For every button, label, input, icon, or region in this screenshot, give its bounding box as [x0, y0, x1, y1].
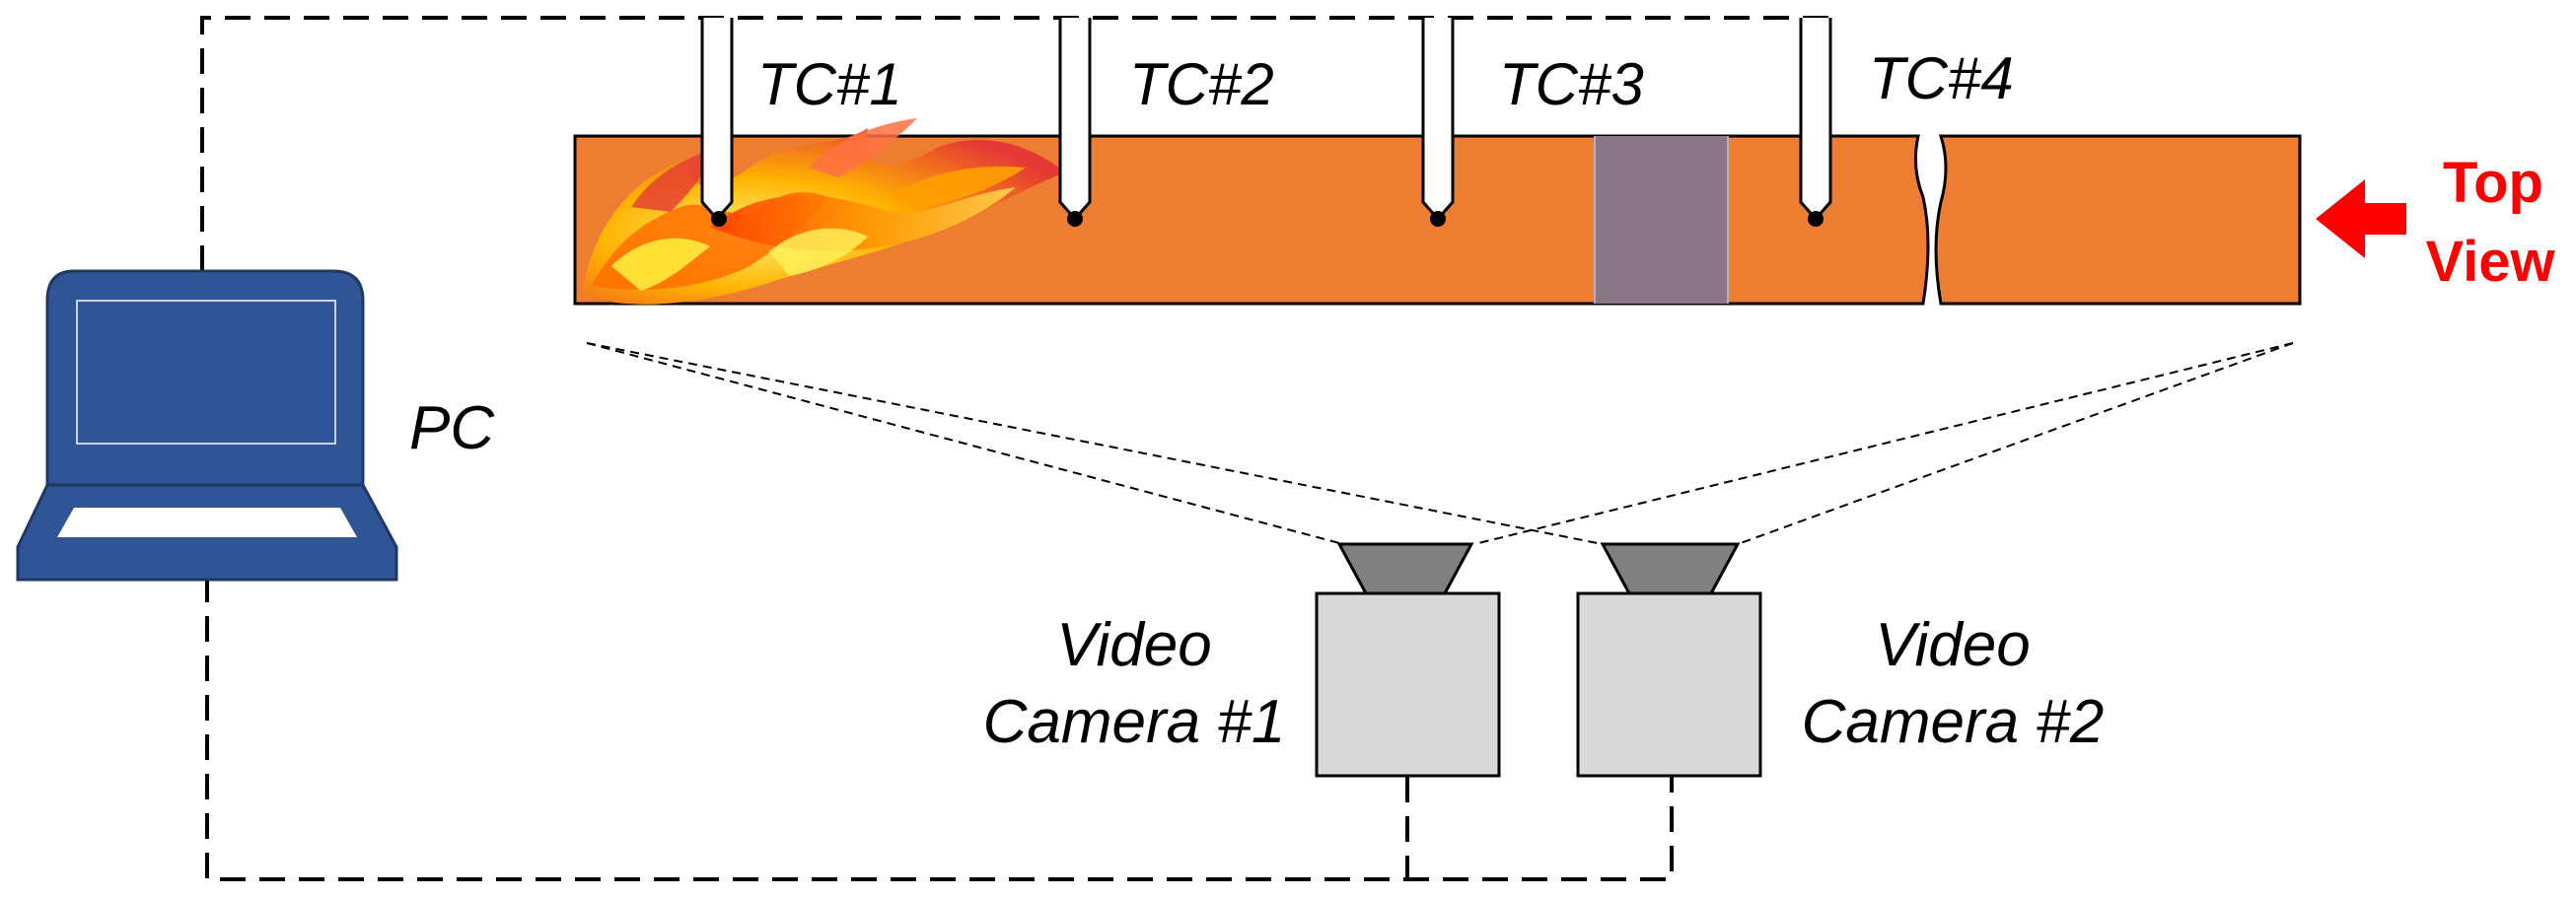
tc1-label: TC#1 [757, 51, 902, 117]
tc2-label: TC#2 [1129, 51, 1274, 117]
camera1-label-line2: Camera #1 [983, 688, 1286, 756]
camera1-body [1315, 591, 1501, 778]
thermocouple-wire [200, 12, 1828, 271]
thermocouple-junction-2 [1067, 211, 1083, 227]
top-view-label-line1: Top [2443, 151, 2543, 215]
tc4-label: TC#4 [1869, 45, 2014, 111]
camera2-label-line2: Camera #2 [1802, 688, 2105, 756]
thermocouple-junctions [711, 211, 1824, 227]
thermocouple-junction-4 [1808, 211, 1824, 227]
pc-label: PC [409, 394, 495, 462]
thermocouple-junction-3 [1430, 211, 1446, 227]
camera2-body [1576, 591, 1762, 778]
camera-wire [205, 577, 1674, 881]
wiring [200, 12, 1828, 881]
camera2-label-line1: Video [1875, 611, 2030, 679]
fire-icon [582, 118, 1065, 305]
camera1-lens [1336, 542, 1474, 595]
thermocouple-probe-2 [1058, 18, 1092, 222]
observation-window [1595, 136, 1728, 304]
camera2-lens [1600, 542, 1741, 595]
thermocouple-junction-1 [711, 211, 727, 227]
camera-fields-of-view [586, 342, 2294, 545]
duct-right-segment [1934, 134, 2302, 306]
top-view-label-line2: View [2425, 230, 2555, 294]
thermocouple-probe-3 [1421, 18, 1455, 222]
camera1-label-line1: Video [1056, 611, 1211, 679]
arrow-left-icon [2316, 179, 2406, 258]
duct [573, 134, 2302, 306]
thermocouple-probe-1 [700, 18, 734, 222]
thermocouple-probe-4 [1799, 18, 1832, 222]
tc3-label: TC#3 [1499, 51, 1644, 117]
camera-icon [1315, 542, 1762, 778]
laptop-icon [16, 269, 398, 582]
